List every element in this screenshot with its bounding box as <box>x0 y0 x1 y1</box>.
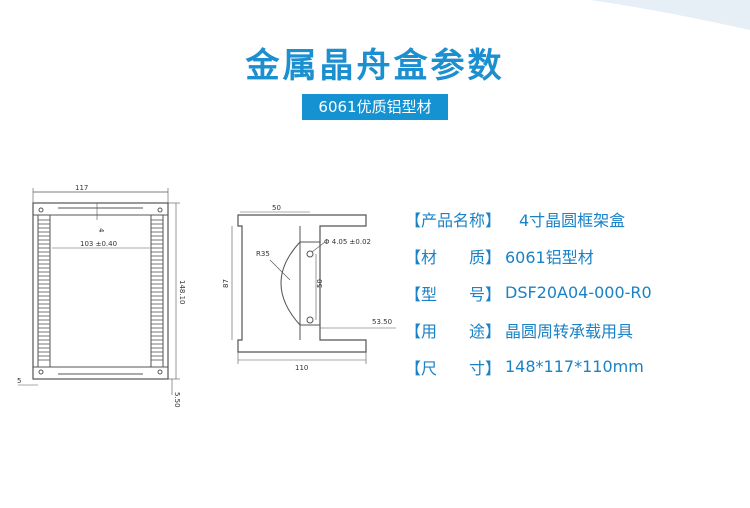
dim-small-mark: 4 <box>97 228 105 233</box>
dim-edge-bottom: 5.50 <box>173 392 181 408</box>
dim-top-width: 50 <box>272 204 281 212</box>
technical-drawing: 117 103 ±0.40 4 148.10 5 <box>17 184 396 408</box>
wafer-slots <box>38 219 163 361</box>
spec-value-model: DSF20A04-000-R0 <box>505 283 652 302</box>
dim-inner-width: 103 ±0.40 <box>80 240 117 248</box>
spec-label-size: 【尺 寸】 <box>405 355 501 379</box>
dim-hole: Φ 4.05 ±0.02 <box>324 238 371 246</box>
spec-row-size: 【尺 寸】 148*117*110mm <box>405 348 652 385</box>
spec-value-size: 148*117*110mm <box>505 357 644 376</box>
spec-row-model: 【型 号】 DSF20A04-000-R0 <box>405 274 652 311</box>
spec-label-name: 【产品名称】 <box>405 210 502 230</box>
front-view: 117 103 ±0.40 4 148.10 5 <box>17 184 186 408</box>
dim-ledge: 53.50 <box>372 318 392 326</box>
spec-row-name: 【产品名称】 4寸晶圆框架盒 <box>405 200 652 237</box>
dim-radius: R35 <box>256 250 270 258</box>
dim-bottom-width: 110 <box>295 364 308 372</box>
spec-label-model: 【型 号】 <box>405 281 501 305</box>
corner-decoration <box>590 0 750 30</box>
spec-label-open: 【型 <box>405 284 438 304</box>
side-view: 50 R35 Φ 4.05 ±0.02 50 87 53.50 110 <box>222 204 396 372</box>
dim-edge-left: 5 <box>17 377 21 385</box>
spec-label-open: 【用 <box>405 321 438 341</box>
spec-label-open: 【尺 <box>405 358 438 378</box>
spec-row-material: 【材 质】 6061铝型材 <box>405 237 652 274</box>
spec-label-close: 质】 <box>468 247 501 267</box>
spec-list: 【产品名称】 4寸晶圆框架盒 【材 质】 6061铝型材 【型 号】 DSF20… <box>405 200 652 385</box>
spec-label-usage: 【用 途】 <box>405 318 501 342</box>
spec-row-usage: 【用 途】 晶圆周转承载用具 <box>405 311 652 348</box>
spec-value-name: 4寸晶圆框架盒 <box>519 210 626 230</box>
spec-label-close: 号】 <box>468 284 501 304</box>
dim-side-height: 87 <box>222 279 230 288</box>
page-title: 金属晶舟盒参数 <box>245 46 505 86</box>
material-badge: 6061优质铝型材 <box>302 94 448 120</box>
spec-label-material: 【材 质】 <box>405 244 501 268</box>
spec-label-open: 【材 <box>405 247 438 267</box>
dim-width: 117 <box>75 184 88 192</box>
dim-height: 148.10 <box>178 280 186 305</box>
spec-value-usage: 晶圆周转承载用具 <box>505 321 634 341</box>
dim-slot-spacing: 50 <box>316 279 324 288</box>
spec-label-close: 途】 <box>468 321 501 341</box>
spec-value-material: 6061铝型材 <box>505 247 594 267</box>
spec-label-close: 寸】 <box>468 358 501 378</box>
